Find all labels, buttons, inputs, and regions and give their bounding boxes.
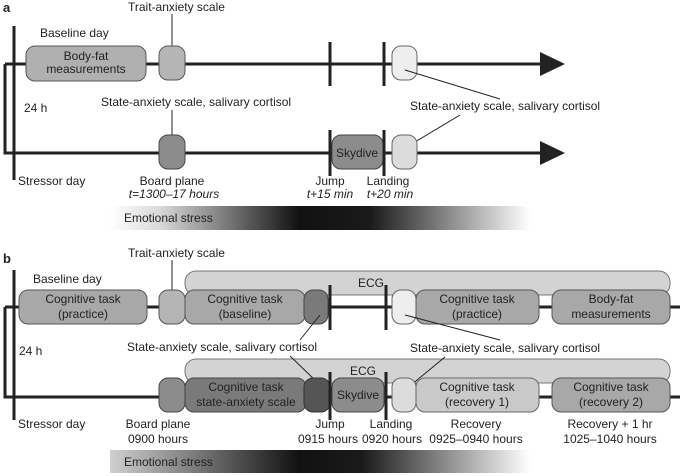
board-plane-marker-b: [158, 377, 186, 413]
interval-label-b: 24 h: [19, 344, 42, 358]
baseline-state-anxiety-marker-b: [303, 289, 329, 325]
trait-anxiety-label: Trait-anxiety scale: [128, 0, 225, 14]
ecg-baseline-label: ECG: [358, 276, 384, 290]
stressor-day-label-b: Stressor day: [18, 417, 85, 431]
ecg-stressor-label: ECG: [350, 364, 376, 378]
recovery-1hr-label: Recovery + 1 hr: [567, 417, 652, 431]
board-plane-label-b: Board plane: [126, 417, 191, 431]
cognitive-recovery-2-line-1: Cognitive task: [573, 380, 649, 394]
baseline-state-anxiety-marker: [391, 45, 418, 81]
emotional-stress-label: Emotional stress: [124, 211, 213, 225]
board-plane-time-b: 0900 hours: [128, 432, 188, 446]
jump-label: Jump: [315, 174, 345, 188]
panel-a-letter: a: [3, 0, 11, 15]
cognitive-practice-2-line-2: (practice): [452, 307, 502, 321]
interval-bracket: [3, 26, 16, 180]
cognitive-recovery-2-box: [551, 377, 671, 413]
body-fat-box-b: [551, 289, 671, 325]
recovery-1hr-time: 1025–1040 hours: [563, 432, 656, 446]
landing-label-b: Landing: [370, 417, 413, 431]
cognitive-practice-2-line-1: Cognitive task: [439, 292, 515, 306]
baseline-day-arrowhead: [540, 52, 565, 76]
pre-jump-state-anxiety-marker: [303, 377, 331, 413]
state-anxiety-right-pointer-upper: [404, 69, 501, 100]
body-fat-box: [25, 45, 147, 82]
body-fat-b-line-1: Body-fat: [589, 292, 634, 306]
recovery-time: 0925–0940 hours: [429, 432, 522, 446]
cognitive-recovery-2-line-2: (recovery 2): [579, 395, 643, 409]
landing-time: t+20 min: [367, 187, 414, 201]
emotional-stress-label-b: Emotional stress: [124, 455, 213, 469]
panel-b: b ECG ECG Baseline day 24 h Stressor day…: [3, 246, 680, 473]
baseline-day-label-b: Baseline day: [33, 272, 102, 286]
board-plane-marker: [158, 134, 186, 170]
trait-anxiety-marker-b: [158, 289, 186, 325]
state-anxiety-right-label-b: State-anxiety scale, salivary cortisol: [410, 341, 600, 355]
cognitive-practice-box-2: [415, 289, 540, 325]
cognitive-baseline-line-2: (baseline): [219, 307, 272, 321]
panel-a: a Baseline day 24 h Stressor day Trait-a…: [3, 0, 600, 230]
trait-anxiety-marker: [158, 45, 186, 81]
state-anxiety-left-label-b: State-anxiety scale, salivary cortisol: [127, 340, 317, 354]
body-fat-line-2: measurements: [46, 62, 125, 76]
stressor-day-arrowhead: [540, 141, 565, 165]
state-anxiety-right-label: State-anxiety scale, salivary cortisol: [410, 99, 600, 113]
cognitive-recovery-1-box: [415, 377, 540, 413]
emotional-stress-bar: [110, 206, 530, 230]
trait-anxiety-label-b: Trait-anxiety scale: [128, 246, 225, 260]
state-anxiety-left-label: State-anxiety scale, salivary cortisol: [101, 95, 291, 109]
panel-b-letter: b: [3, 251, 11, 266]
jump-time-b: 0915 hours: [298, 432, 358, 446]
state-anxiety-left-pointer-upper-b: [299, 314, 321, 341]
cognitive-recovery-1-line-1: Cognitive task: [439, 380, 515, 394]
jump-label-b: Jump: [315, 417, 345, 431]
stressor-day-label: Stressor day: [18, 174, 85, 188]
landing-state-anxiety-marker: [391, 134, 418, 170]
recovery-label: Recovery: [451, 417, 502, 431]
skydive-box-b: [331, 377, 385, 413]
post-state-anxiety-marker-b: [391, 289, 417, 325]
baseline-day-label: Baseline day: [40, 26, 109, 40]
board-plane-time: t=1300–17 hours: [129, 187, 219, 201]
skydive-label-b: Skydive: [337, 388, 379, 402]
body-fat-b-line-2: measurements: [571, 307, 650, 321]
cognitive-practice-1-line-1: Cognitive task: [45, 292, 121, 306]
cognitive-recovery-1-line-2: (recovery 1): [445, 395, 509, 409]
body-fat-line-1: Body-fat: [64, 49, 109, 63]
interval-bracket-b: [3, 270, 16, 420]
cognitive-practice-box-1: [18, 289, 148, 325]
landing-time-b: 0920 hours: [362, 432, 422, 446]
landing-label: Landing: [367, 174, 410, 188]
interval-label: 24 h: [24, 101, 47, 115]
cognitive-practice-1-line-2: (practice): [58, 307, 108, 321]
state-anxiety-right-pointer-upper-b: [404, 314, 501, 341]
jump-time: t+15 min: [307, 187, 354, 201]
board-plane-label: Board plane: [140, 174, 205, 188]
cognitive-state-line-2: state-anxiety scale: [196, 395, 296, 409]
cognitive-baseline-line-1: Cognitive task: [207, 292, 283, 306]
skydive-label: Skydive: [336, 146, 378, 160]
emotional-stress-bar-b: [110, 450, 530, 473]
cognitive-state-line-1: Cognitive task: [208, 380, 284, 394]
landing-state-anxiety-marker-b: [391, 377, 417, 413]
